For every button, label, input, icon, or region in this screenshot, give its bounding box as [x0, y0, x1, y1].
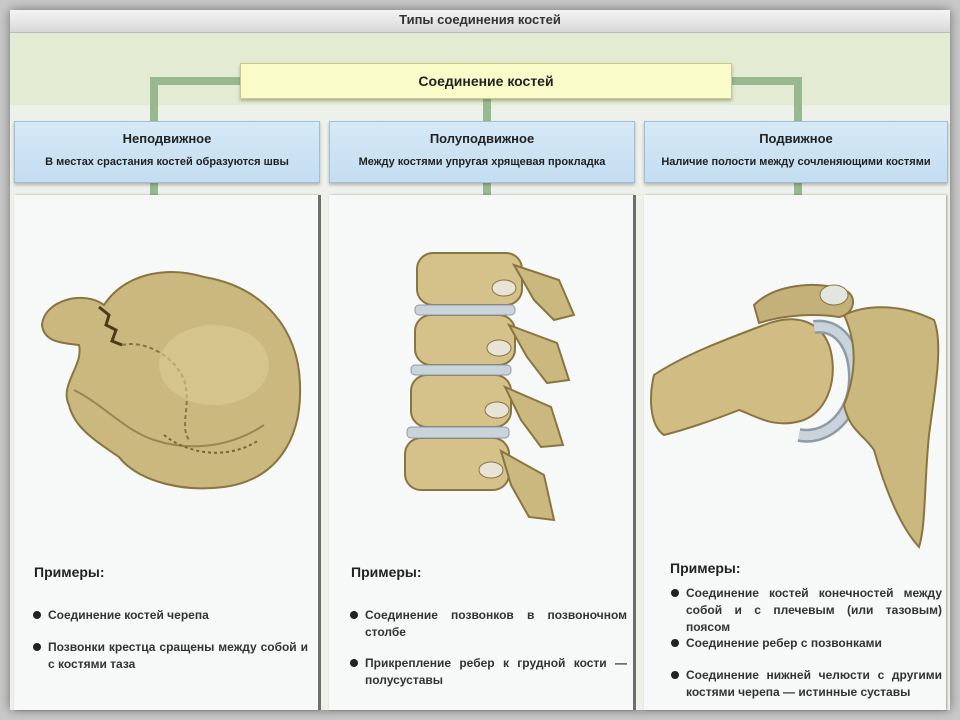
example-item: Соединение костей конечностей между собо…	[671, 586, 942, 634]
example-item: Прикрепление ребер к грудной кости — пол…	[350, 656, 627, 687]
vertebral-column-illustration	[404, 252, 576, 522]
examples-title: Примеры:	[34, 564, 105, 580]
category-description: В местах срастания костей образуются швы	[45, 156, 289, 168]
example-item: Соединение костей черепа	[33, 607, 298, 624]
slide-frame: Типы соединения костей Соединение костей…	[10, 10, 950, 710]
example-item: Соединение нижней челюсти с другими кост…	[671, 668, 942, 699]
category-name: Подвижное	[759, 131, 833, 146]
root-node: Соединение костей	[240, 63, 732, 99]
example-item: Соединение позвонков в позвоночном столб…	[350, 608, 627, 639]
panel-movable: Примеры: Соединение костей конечностей м…	[644, 195, 946, 710]
panel-divider	[318, 195, 321, 710]
panel-divider	[633, 195, 636, 710]
examples-title: Примеры:	[351, 564, 422, 580]
skull-illustration	[40, 271, 302, 490]
category-name: Неподвижное	[122, 131, 212, 146]
category-movable: Подвижное Наличие полости между сочленяю…	[644, 121, 948, 183]
category-description: Между костями упругая хрящевая прокладка	[358, 156, 606, 168]
diagram-canvas: Соединение костей Неподвижное В местах с…	[10, 33, 950, 710]
category-immovable: Неподвижное В местах срастания костей об…	[14, 121, 320, 183]
example-item: Соединение ребер с позвонками	[671, 635, 942, 652]
panel-semi-movable: Примеры: Соединение позвонков в позвоноч…	[329, 195, 633, 710]
shoulder-joint-illustration	[650, 284, 940, 549]
example-item: Позвонки крестца сращены между собой и с…	[33, 640, 308, 671]
category-name: Полуподвижное	[429, 131, 535, 146]
category-description: Наличие полости между сочленяющими костя…	[661, 156, 931, 168]
panel-immovable: Примеры: Соединение костей черепа Позвон…	[14, 195, 318, 710]
slide-title: Типы соединения костей	[10, 10, 950, 33]
category-semi-movable: Полуподвижное Между костями упругая хрящ…	[329, 121, 635, 183]
examples-title: Примеры:	[670, 560, 741, 576]
